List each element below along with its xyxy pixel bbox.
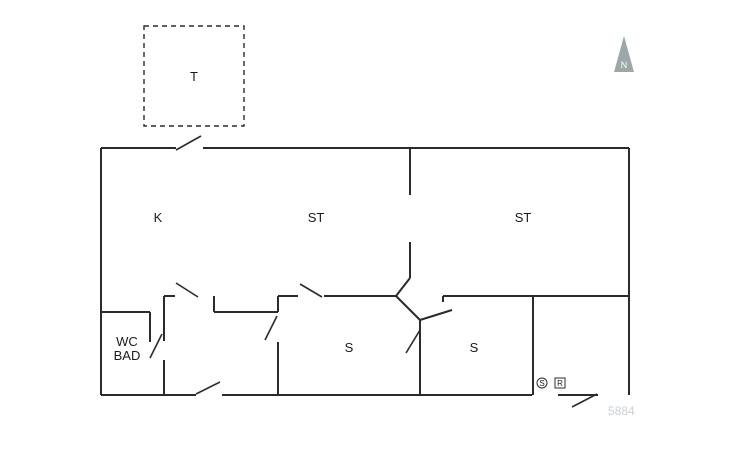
s-symbol-text: S [539, 379, 544, 388]
r-symbol-text: R [557, 379, 563, 388]
room-label-living-east: ST [515, 210, 532, 225]
doors [149, 135, 598, 408]
r-symbol-box [554, 377, 566, 389]
room-label-bad: BAD [114, 348, 141, 363]
plan-id: 5884 [608, 404, 635, 418]
room-label-terrace: T [190, 69, 198, 84]
room-label-living-west: ST [308, 210, 325, 225]
walls [100, 147, 630, 396]
terrace-area [143, 25, 245, 127]
room-label-kitchen: K [154, 210, 163, 225]
room-label-bedroom-east: S [470, 340, 479, 355]
north-label: N [621, 60, 628, 70]
s-symbol-circle [536, 377, 548, 389]
room-labels: T K ST ST WC BAD S S [114, 69, 532, 363]
north-arrow-icon: N [614, 36, 634, 72]
room-label-wc: WC [116, 334, 138, 349]
utility-symbols: S R [536, 377, 566, 389]
room-label-bedroom-west: S [345, 340, 354, 355]
